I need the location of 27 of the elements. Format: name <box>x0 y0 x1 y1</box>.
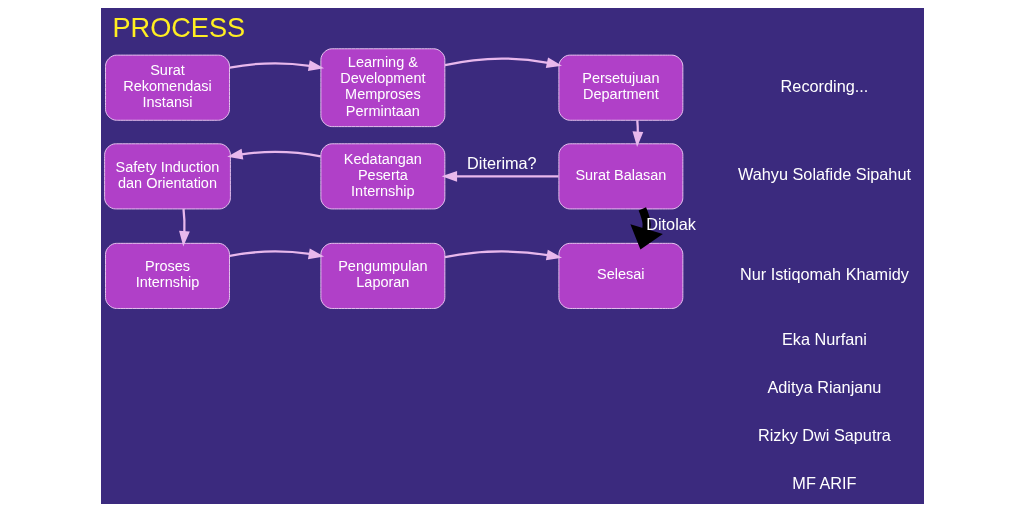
diagram-title: PROCESS <box>111 12 245 44</box>
node-box: Learning & Development Memproses Permintaan <box>319 48 445 128</box>
node-box: Surat Rekomendasi Instansi <box>104 54 230 121</box>
node-box: Surat Balasan <box>557 143 683 210</box>
label: Nur Istiqomah Khamidy <box>739 264 909 283</box>
label: Wahyu Solafide Sipahut <box>737 165 911 184</box>
arrow <box>444 57 562 68</box>
arrow <box>178 208 190 247</box>
arrow <box>629 207 663 250</box>
node-box: Persetujuan Department <box>557 54 683 121</box>
node-box: Kedatangan Peserta Internship <box>319 143 445 210</box>
label: Recording... <box>780 76 868 95</box>
node-box: Selesai <box>557 242 683 309</box>
arrow <box>229 60 324 71</box>
node-box: Safety Induction dan Orientation <box>103 143 231 210</box>
arrow <box>444 249 562 261</box>
arrow <box>229 248 324 260</box>
edge-label: Diterima? <box>466 153 537 172</box>
label: Rizky Dwi Saputra <box>757 425 891 444</box>
arrow <box>226 148 321 160</box>
arrow <box>632 120 643 148</box>
label: Eka Nurfani <box>781 330 867 349</box>
node-box: Proses Internship <box>104 242 230 309</box>
label: Aditya Rianjanu <box>766 378 881 396</box>
node-box: Pengumpulan Laporan <box>319 242 445 309</box>
label: MF ARIF <box>791 473 857 492</box>
arrow <box>441 170 559 182</box>
